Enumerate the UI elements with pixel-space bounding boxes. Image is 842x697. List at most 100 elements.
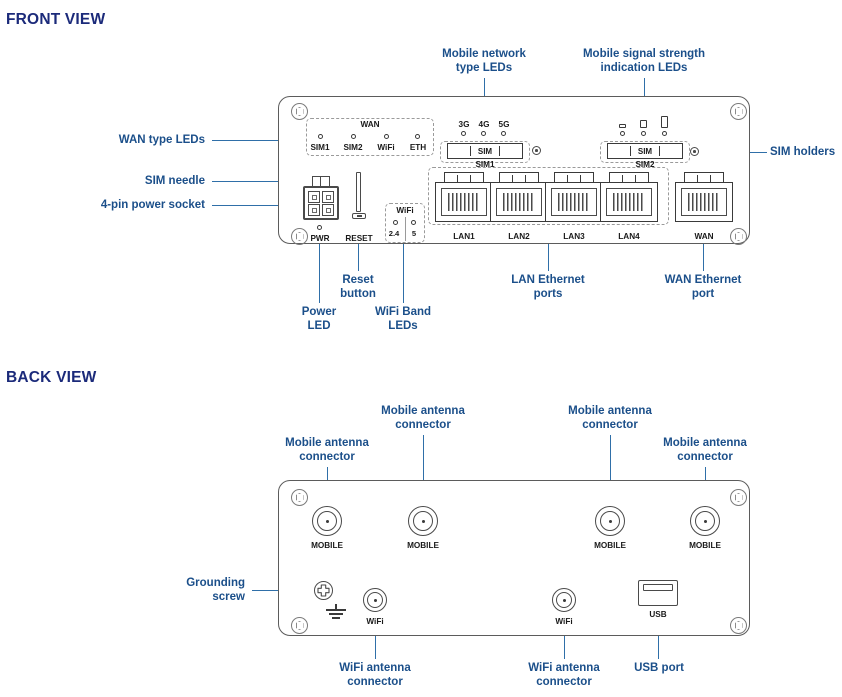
callout-sim-holders: SIM holders xyxy=(770,146,836,158)
antenna-label-wifi-2: WiFi xyxy=(555,617,573,626)
ethernet-port-lan3[interactable] xyxy=(545,172,603,222)
corner-screw-icon xyxy=(730,103,747,120)
leader-reset-button xyxy=(358,243,359,271)
antenna-connector-mobile-4[interactable] xyxy=(690,506,720,536)
leader-wan-type-leds xyxy=(212,140,278,141)
ethernet-port-label-lan1: LAN1 xyxy=(453,232,475,241)
antenna-label-wifi-1: WiFi xyxy=(366,617,384,626)
signal-bar-high-icon xyxy=(661,116,668,128)
led-wan-eth-icon xyxy=(415,134,420,139)
lan-ports-group-box xyxy=(428,167,669,225)
power-socket[interactable] xyxy=(303,176,339,220)
callout-mobile-antenna-1: Mobile antenna connector xyxy=(285,437,369,463)
led-wifi-5-icon xyxy=(411,220,416,225)
antenna-connector-mobile-2[interactable] xyxy=(408,506,438,536)
led-wifi-24-icon xyxy=(393,220,398,225)
led-label-wan-sim1: SIM1 xyxy=(310,143,330,152)
leader-wan-ethernet-port xyxy=(703,243,704,271)
back-panel-chassis xyxy=(278,480,750,636)
wan-led-group-box xyxy=(306,118,434,156)
wan-group-title: WAN xyxy=(360,120,380,129)
ethernet-port-lan4[interactable] xyxy=(600,172,658,222)
callout-mobile-antenna-3: Mobile antenna connector xyxy=(568,405,652,431)
power-led-label: PWR xyxy=(310,234,330,243)
ethernet-port-label-lan3: LAN3 xyxy=(563,232,585,241)
antenna-connector-wifi-2[interactable] xyxy=(552,588,576,612)
leader-wifi-band-leds xyxy=(403,243,404,303)
antenna-connector-mobile-3[interactable] xyxy=(595,506,625,536)
led-label-3g: 3G xyxy=(458,120,470,129)
antenna-label-mobile-2: MOBILE xyxy=(407,541,439,550)
led-label-wifi-5: 5 xyxy=(411,229,417,238)
led-signal-low-icon xyxy=(620,131,625,136)
antenna-label-mobile-1: MOBILE xyxy=(311,541,343,550)
antenna-label-mobile-4: MOBILE xyxy=(689,541,721,550)
callout-usb-port: USB port xyxy=(634,662,684,674)
corner-screw-icon xyxy=(730,228,747,245)
grounding-screw[interactable] xyxy=(314,581,333,600)
front-view-title: FRONT VIEW xyxy=(6,11,106,28)
sim1-holder[interactable]: SIM xyxy=(447,143,523,159)
reset-button-label: RESET xyxy=(345,234,373,243)
ground-symbol-icon xyxy=(326,604,348,620)
led-wan-sim1-icon xyxy=(318,134,323,139)
callout-reset-button: Reset button xyxy=(340,274,376,300)
corner-screw-icon xyxy=(291,617,308,634)
ethernet-port-label-wan: WAN xyxy=(694,232,714,241)
sim2-eject-pinhole-icon[interactable] xyxy=(690,147,699,156)
sim1-eject-pinhole-icon[interactable] xyxy=(532,146,541,155)
antenna-label-mobile-3: MOBILE xyxy=(594,541,626,550)
corner-screw-icon xyxy=(730,617,747,634)
callout-sim-needle: SIM needle xyxy=(144,175,205,187)
led-4g-icon xyxy=(481,131,486,136)
leader-mobile-antenna-3 xyxy=(610,435,611,519)
signal-bar-low-icon xyxy=(619,124,626,128)
ethernet-port-lan1[interactable] xyxy=(435,172,493,222)
corner-screw-icon xyxy=(291,489,308,506)
antenna-connector-wifi-1[interactable] xyxy=(363,588,387,612)
sim2-holder-label: SIM xyxy=(637,146,653,156)
sim2-holder[interactable]: SIM xyxy=(607,143,683,159)
leader-power-led xyxy=(319,243,320,303)
back-view-title: BACK VIEW xyxy=(6,369,97,386)
callout-mobile-network-type-leds: Mobile network type LEDs xyxy=(442,48,526,74)
usb-port-label: USB xyxy=(649,610,667,619)
led-label-wan-eth: ETH xyxy=(409,143,427,152)
led-label-5g: 5G xyxy=(498,120,510,129)
corner-screw-icon xyxy=(291,228,308,245)
led-5g-icon xyxy=(501,131,506,136)
usb-port[interactable] xyxy=(638,580,678,606)
leader-power-socket xyxy=(212,205,308,206)
led-signal-high-icon xyxy=(662,131,667,136)
sim1-group-box xyxy=(440,141,530,163)
callout-mobile-signal-strength-leds: Mobile signal strength indication LEDs xyxy=(582,48,706,74)
led-signal-mid-icon xyxy=(641,131,646,136)
callout-power-led: Power LED xyxy=(301,306,337,332)
callout-mobile-antenna-2: Mobile antenna connector xyxy=(381,405,465,431)
ethernet-port-label-lan4: LAN4 xyxy=(618,232,640,241)
leader-mobile-antenna-2 xyxy=(423,435,424,519)
led-3g-icon xyxy=(461,131,466,136)
sim2-group-box xyxy=(600,141,690,163)
callout-power-socket: 4-pin power socket xyxy=(100,199,205,211)
leader-lan-ethernet-ports xyxy=(548,243,549,271)
reset-button[interactable] xyxy=(352,213,366,219)
corner-screw-icon xyxy=(730,489,747,506)
callout-grounding-screw: Grounding screw xyxy=(186,577,245,603)
wifi-band-group-title: WiFi xyxy=(396,206,414,215)
wifi-band-divider xyxy=(405,217,406,241)
led-power-icon xyxy=(317,225,322,230)
sim1-slot-name: SIM1 xyxy=(475,160,495,169)
ethernet-port-wan[interactable] xyxy=(675,172,733,222)
ethernet-port-label-lan2: LAN2 xyxy=(508,232,530,241)
sim-needle[interactable] xyxy=(356,172,361,212)
antenna-connector-mobile-1[interactable] xyxy=(312,506,342,536)
led-wan-wifi-icon xyxy=(384,134,389,139)
callout-wifi-band-leds: WiFi Band LEDs xyxy=(374,306,432,332)
led-label-wifi-24: 2.4 xyxy=(388,229,400,238)
ethernet-port-lan2[interactable] xyxy=(490,172,548,222)
led-label-wan-sim2: SIM2 xyxy=(343,143,363,152)
led-wan-sim2-icon xyxy=(351,134,356,139)
corner-screw-icon xyxy=(291,103,308,120)
